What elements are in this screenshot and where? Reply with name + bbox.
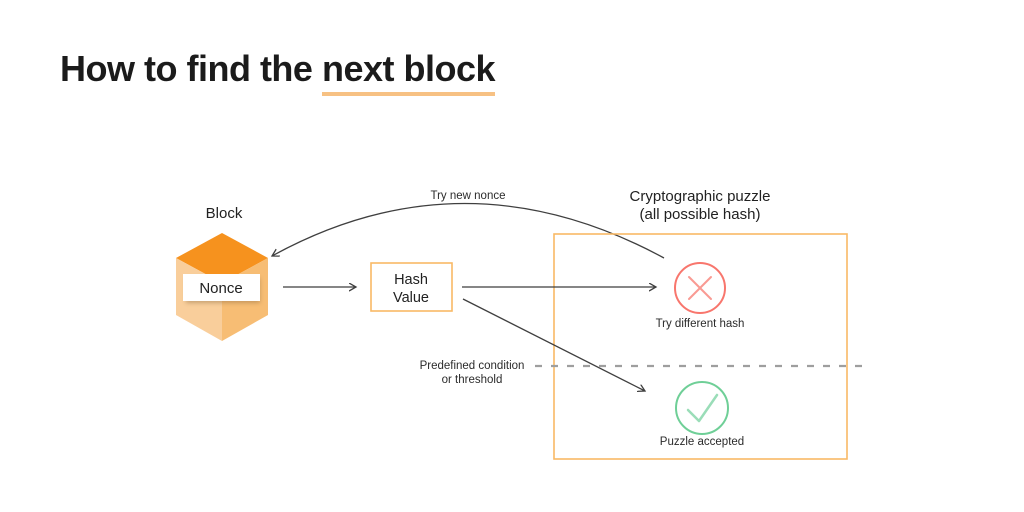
page-title-prefix: How to find the: [60, 48, 322, 89]
accept-circle: [675, 381, 729, 435]
nonce-label: Nonce: [199, 280, 242, 297]
nonce-tag: [183, 274, 260, 301]
x-icon: [688, 276, 712, 300]
hash-value-label-line2: Value: [393, 290, 429, 306]
page-title: How to find the next block: [60, 48, 496, 96]
threshold-label-line2: or threshold: [442, 374, 503, 386]
accept-label: Puzzle accepted: [660, 436, 744, 448]
puzzle-box: [553, 233, 848, 460]
arrow-hash-to-accept: [462, 298, 645, 391]
check-icon: [686, 393, 719, 423]
hash-value-label-line1: Hash: [394, 272, 428, 288]
threshold-label-line1: Predefined condition: [420, 360, 525, 372]
arrow-try-new-nonce: [272, 202, 665, 259]
try-new-nonce-label: Try new nonce: [431, 190, 506, 202]
block-label: Block: [206, 205, 243, 222]
page-title-highlight: next block: [321, 48, 496, 96]
hash-value-box: [370, 262, 453, 312]
puzzle-title-line1: Cryptographic puzzle: [630, 188, 771, 205]
reject-label: Try different hash: [656, 318, 745, 330]
puzzle-title-line2: (all possible hash): [640, 206, 761, 223]
